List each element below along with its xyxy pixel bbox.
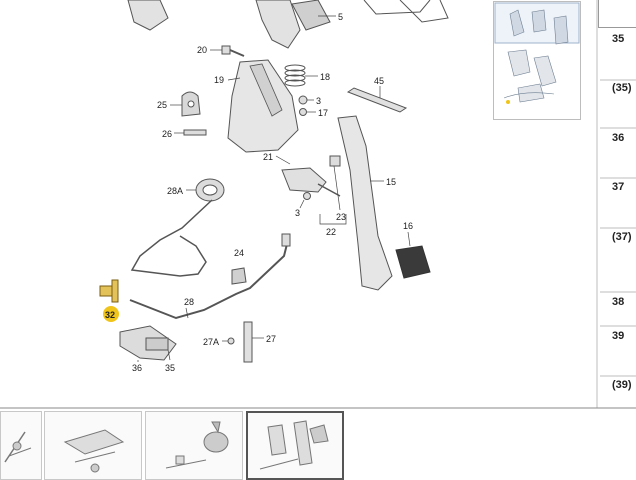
label-23: 23 [336,212,346,222]
label-3a: 3 [316,96,321,106]
pin-26 [183,129,207,136]
ref-38[interactable]: 38 [612,296,625,308]
label-28: 28 [184,297,194,307]
thumbnail-3[interactable] [145,411,243,480]
reference-column [598,0,636,408]
label-21: 21 [263,152,273,162]
slave-cylinder-35-body [145,337,169,351]
ref-35[interactable]: 35 [612,33,625,45]
top-pedal-pad-5 [291,0,331,31]
top-bracket-part [127,0,169,31]
label-24: 24 [234,248,244,258]
leader-19 [227,77,241,81]
hydraulic-line-left [129,239,289,320]
thumbnail-4-selected[interactable] [246,411,344,480]
pedal-bracket-19 [227,59,299,153]
thumbnail-2-drawing [63,429,125,473]
label-15: 15 [386,177,396,187]
label-36: 36 [132,363,142,373]
overview-minimap[interactable] [493,1,581,120]
bolt-20 [221,45,231,55]
label-35: 35 [165,363,175,373]
ref-37-paren[interactable]: (37) [612,231,632,243]
thumbnail-1-drawing [4,431,32,463]
ref-35-paren[interactable]: (35) [612,82,632,94]
thumbnail-1[interactable] [0,411,42,480]
ref-39[interactable]: 39 [612,330,625,342]
bushing-3a [298,95,308,105]
clip-17 [299,108,307,116]
minimap-drawing [494,2,580,104]
bracket-24 [231,267,247,285]
pushrod [317,183,341,197]
leader-28 [185,307,189,319]
ref-37[interactable]: 37 [612,181,625,193]
ref-39-paren[interactable]: (39) [612,379,632,391]
stop-strip-45 [346,87,408,113]
label-16: 16 [403,221,413,231]
release-bearing-28A-inner [202,184,218,196]
label-19: 19 [214,75,224,85]
clip-27 [243,321,253,363]
rubber-stop-25-hole [187,100,195,108]
top-pedal-right-part [363,0,449,23]
bolt-20-shaft [229,49,245,57]
pedal-pad-16 [395,245,431,279]
bracket-22 [319,214,347,225]
ref-36[interactable]: 36 [612,132,625,144]
label-18: 18 [320,72,330,82]
spring-18 [284,64,306,87]
label-45: 45 [374,76,384,86]
label-28A: 28A [167,186,183,196]
leader-35 [167,349,171,361]
master-cylinder [281,167,327,193]
label-5: 5 [338,12,343,22]
ref-box-top [598,0,636,28]
leader-23 [333,165,341,211]
top-pedal-arm-part [255,0,301,49]
thumbnail-4-drawing [259,420,329,470]
label-22: 22 [326,227,336,237]
leader-3b [299,199,305,209]
hose-fitting [281,233,291,247]
label-27A: 27A [203,337,219,347]
leader-16 [407,231,411,247]
pedal-bracket-19-plate [249,63,283,117]
bolt-27A [227,337,235,345]
leader-21 [275,155,291,165]
label-17: 17 [318,108,328,118]
clip-23 [329,155,341,167]
label-27: 27 [266,334,276,344]
hydraulic-line-upper [130,199,213,277]
thumbnail-2[interactable] [44,411,142,480]
label-25: 25 [157,100,167,110]
clutch-pedal-15 [337,115,393,291]
label-26: 26 [162,129,172,139]
label-32: 32 [105,310,115,320]
label-20: 20 [197,45,207,55]
nut-3b [303,192,311,200]
thumbnail-3-drawing [165,421,229,469]
t-connector-32-stem [111,279,119,303]
label-3b: 3 [295,208,300,218]
highlight-badge-32 [103,306,119,322]
reference-column-lines [600,79,636,377]
